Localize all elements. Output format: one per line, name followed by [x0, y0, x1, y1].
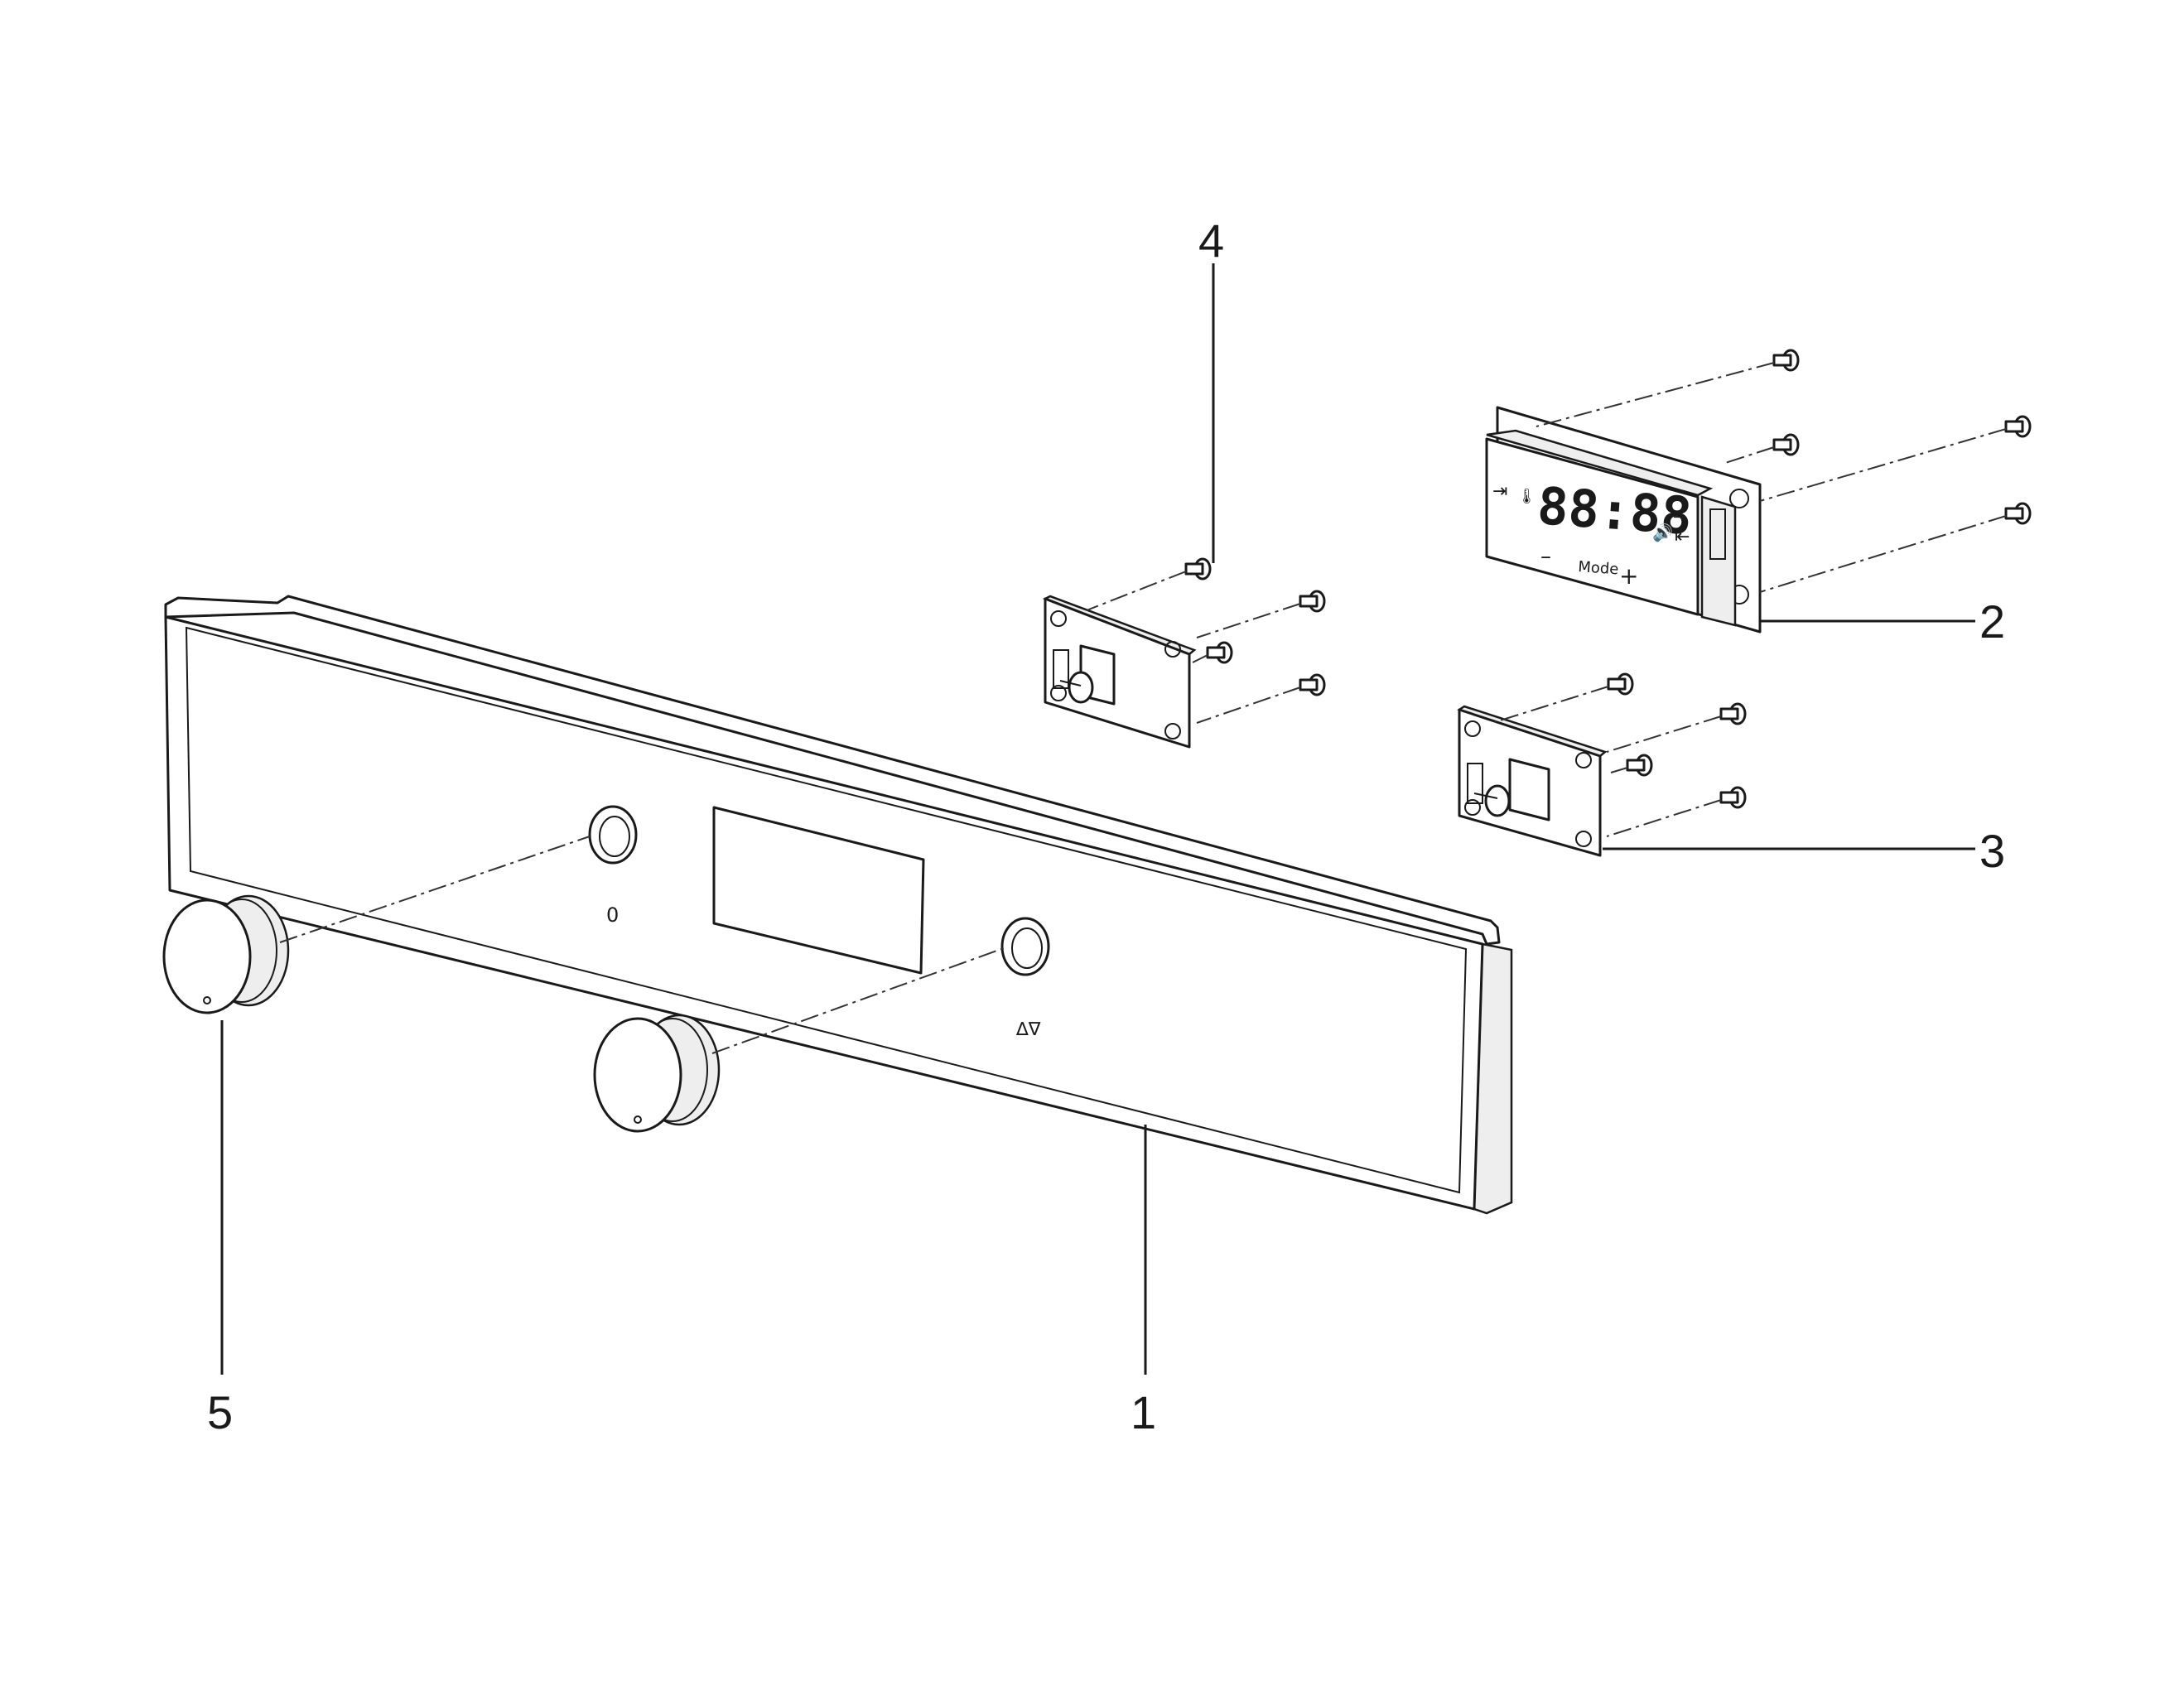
screw: [1184, 557, 1212, 581]
screw: [1719, 702, 1747, 725]
callout-4: 4: [1198, 214, 1224, 267]
display-window: [712, 806, 925, 975]
temperature-symbol: ∆∇: [1015, 1019, 1041, 1040]
function-symbol: 0: [606, 903, 619, 927]
leader-lines: [220, 263, 1975, 1375]
switch-board-left: [1042, 595, 1197, 749]
screw: [1607, 672, 1634, 696]
screws: [1184, 349, 2032, 809]
knob-hole-left: [588, 805, 638, 865]
assembly-axes: [1086, 362, 2007, 837]
mode-label: Mode: [1578, 558, 1619, 578]
svg-text:⇥: ⇥: [1492, 481, 1507, 502]
screw: [1719, 786, 1747, 809]
knob-hole-right: [1000, 917, 1050, 976]
screw: [1772, 433, 1800, 456]
screw: [2004, 502, 2032, 525]
display-digits: 88:88: [1536, 475, 1694, 547]
screw: [2004, 415, 2032, 438]
screw: [1299, 673, 1326, 696]
svg-text:🔊: 🔊: [1652, 523, 1673, 542]
callout-labels: 1 2 3 4 5: [207, 214, 2005, 1438]
svg-text:⊸: ⊸: [1673, 508, 1685, 526]
control-panel-fascia: 0 ∆∇: [164, 595, 1513, 1215]
screw: [1206, 641, 1233, 664]
screw: [1772, 349, 1800, 372]
svg-text:🌡: 🌡: [1517, 488, 1536, 505]
plus-label: +: [1619, 562, 1638, 590]
screw: [1299, 590, 1326, 613]
minus-label: –: [1540, 544, 1551, 569]
callout-1: 1: [1131, 1386, 1156, 1438]
screw: [1626, 754, 1653, 777]
knob-right: [593, 1014, 721, 1133]
callout-2: 2: [1979, 595, 2005, 648]
callout-3: 3: [1979, 825, 2005, 877]
svg-text:⇤: ⇤: [1675, 527, 1690, 547]
knob-left: [162, 894, 290, 1014]
display-module-front: [1485, 437, 1699, 616]
callout-5: 5: [207, 1386, 233, 1438]
display-timer-module: 88:88 Mode – + ⇥ 🌡 ⊸ 🔊 ⇤: [1485, 406, 1762, 634]
switch-board-right: [1457, 705, 1608, 857]
